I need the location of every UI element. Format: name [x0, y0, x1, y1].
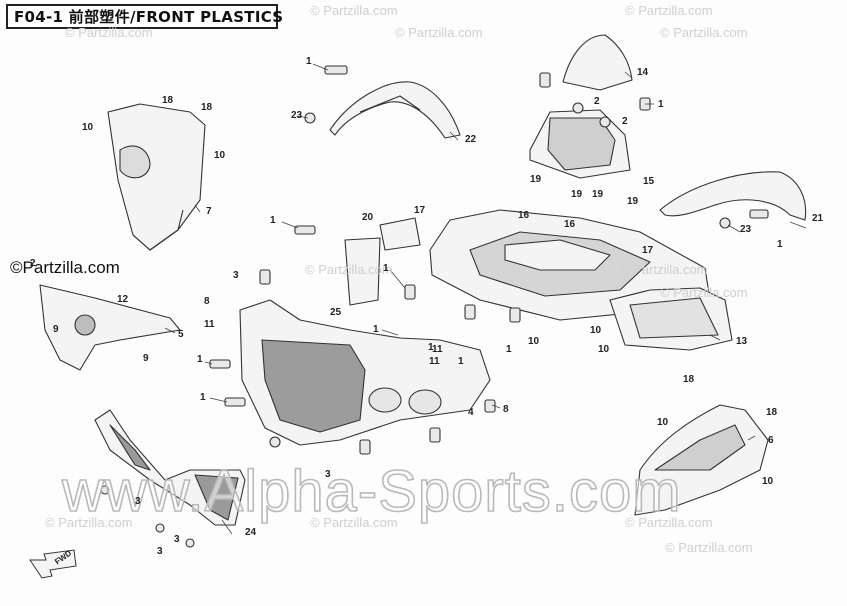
- callout: 10: [82, 122, 94, 133]
- callout: 7: [206, 206, 212, 217]
- watermark-text: © Partzilla.com: [620, 262, 708, 277]
- callout: 10: [590, 325, 602, 336]
- callout: 1: [428, 342, 434, 353]
- callout: 14: [637, 67, 649, 78]
- callout: 1: [306, 56, 312, 67]
- callout: 4: [468, 407, 474, 418]
- callout: 18: [683, 374, 695, 385]
- part-lower-guard: [94, 409, 246, 526]
- callout: 2: [622, 116, 628, 127]
- callout: 19: [592, 189, 604, 200]
- callout: 16: [564, 219, 576, 230]
- part-left-bezel: [39, 284, 181, 371]
- callout: 13: [736, 336, 748, 347]
- part-front-grille: [239, 299, 491, 446]
- credit-watermark: ©Partzilla.com: [10, 258, 120, 277]
- callout: 17: [414, 205, 426, 216]
- callout: 17: [642, 245, 654, 256]
- callout: 10: [762, 476, 774, 487]
- callout: 1: [373, 324, 379, 335]
- part-visor: [562, 34, 633, 91]
- fasteners: [100, 65, 769, 548]
- callout: 19: [530, 174, 542, 185]
- watermark-text: © Partzilla.com: [310, 3, 398, 18]
- callout: 3: [157, 546, 163, 557]
- part-front-fender-right: [659, 171, 807, 221]
- callout: 20: [362, 212, 374, 223]
- alpha-sports-watermark: www.Alpha-Sports.com: [61, 458, 682, 525]
- watermark-text: © Partzilla.com: [660, 285, 748, 300]
- watermark-text: © Partzilla.com: [65, 25, 153, 40]
- part-instrument-housing: [529, 109, 631, 179]
- title-box: F04-1 前部塑件/FRONT PLASTICS: [6, 4, 283, 29]
- callout: 22: [465, 134, 477, 145]
- callout: 19: [627, 196, 639, 207]
- forward-arrow: [29, 549, 77, 579]
- callout: 10: [528, 336, 540, 347]
- callout: 8: [503, 404, 509, 415]
- callout: 2: [30, 258, 36, 269]
- callout: 23: [740, 224, 752, 235]
- page-title: F04-1 前部塑件/FRONT PLASTICS: [14, 8, 284, 26]
- watermark-text: © Partzilla.com: [665, 540, 753, 555]
- callout: 9: [53, 324, 59, 335]
- callout: 6: [768, 435, 774, 446]
- watermark-text: © Partzilla.com: [625, 3, 713, 18]
- callout: 18: [766, 407, 778, 418]
- callout: 3: [174, 534, 180, 545]
- callout: 1: [506, 344, 512, 355]
- callout: 8: [204, 296, 210, 307]
- leader-lines: [164, 63, 807, 535]
- callout: 3: [135, 496, 141, 507]
- callout: 5: [178, 329, 184, 340]
- callout: 11: [429, 356, 440, 367]
- callout: 3: [325, 469, 331, 480]
- callout: 1: [270, 215, 276, 226]
- callout: 16: [518, 210, 530, 221]
- callout: 1: [197, 354, 203, 365]
- part-right-side-panel: [634, 404, 769, 516]
- part-left-side-panel: [107, 103, 206, 251]
- watermark-text: © Partzilla.com: [45, 515, 133, 530]
- callout: 1: [458, 356, 464, 367]
- watermark-text: © Partzilla.com: [660, 25, 748, 40]
- callout: 10: [657, 417, 669, 428]
- callout: 21: [812, 213, 824, 224]
- callout: 1: [777, 239, 783, 250]
- callout: 3: [233, 270, 239, 281]
- callout: 11: [432, 344, 443, 355]
- callout: 1: [200, 392, 206, 403]
- callout: 12: [117, 294, 129, 305]
- part-cover-20: [379, 217, 421, 251]
- callout: 9: [143, 353, 149, 364]
- part-right-skirt: [609, 287, 733, 351]
- callout: 25: [330, 307, 342, 318]
- callout: 2: [594, 96, 600, 107]
- callout: 11: [204, 319, 215, 330]
- part-bracket-25: [344, 237, 381, 306]
- callout: 19: [571, 189, 583, 200]
- callout: 10: [598, 344, 610, 355]
- callout: 10: [214, 150, 226, 161]
- watermark-text: © Partzilla.com: [625, 515, 713, 530]
- callout: 18: [201, 102, 213, 113]
- part-front-fender-left: [329, 81, 461, 139]
- callout: 1: [383, 263, 389, 274]
- callout: 15: [643, 176, 655, 187]
- callout: 23: [291, 110, 303, 121]
- callout: 1: [658, 99, 664, 110]
- watermark-text: © Partzilla.com: [310, 515, 398, 530]
- watermark-text: © Partzilla.com: [395, 25, 483, 40]
- watermark-text: © Partzilla.com: [305, 262, 393, 277]
- callout: 24: [245, 527, 257, 538]
- callout: 18: [162, 95, 174, 106]
